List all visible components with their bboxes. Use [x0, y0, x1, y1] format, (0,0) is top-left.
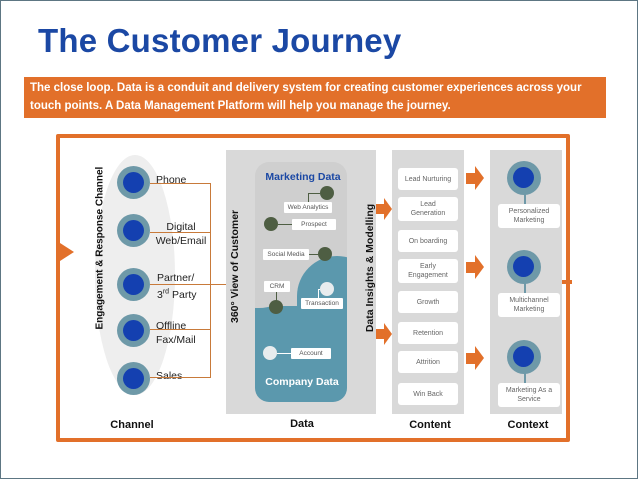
channel-item-sublabel: 3rd Party [157, 288, 197, 301]
flow-arrow-head-icon [475, 346, 484, 370]
connector-line [524, 283, 526, 293]
channel-node-icon [117, 214, 150, 247]
data-insights-label: Data Insights & Modelling [364, 203, 376, 333]
flow-arrow-head-icon [475, 166, 484, 190]
channel-item-digital: Digital Web/Email [153, 220, 209, 248]
channel-item-sublabel: Web/Email [155, 235, 207, 247]
channel-item-label: Sales [156, 370, 183, 382]
loop-back-arrow-icon [60, 243, 74, 261]
channel-node-icon [117, 314, 150, 347]
description-banner: The close loop. Data is a conduit and de… [24, 77, 606, 118]
flow-arrow-head-icon [475, 255, 484, 279]
data-source-account: Account [291, 348, 331, 359]
connector-line [277, 353, 291, 354]
connector-line [276, 292, 277, 301]
content-stage-growth: Growth [398, 291, 458, 313]
content-stage-lead-nurturing: Lead Nurturing [398, 168, 458, 190]
content-stage-lead-generation: Lead Generation [398, 197, 458, 221]
content-stage-early-engagement: Early Engagement [398, 259, 458, 283]
connector-line [150, 232, 210, 233]
flow-arrow-icon [466, 353, 475, 364]
connector-line [524, 373, 526, 383]
channel-item-label: Offline [156, 320, 187, 332]
channel-item-sublabel: Fax/Mail [156, 334, 196, 346]
flow-arrow-icon [376, 204, 384, 214]
context-item-personalized-marketing: Personalized Marketing [498, 204, 560, 228]
channel-item-label: Partner/ [157, 272, 195, 284]
connector-line [524, 194, 526, 204]
channel-item-sales: Sales [156, 369, 182, 383]
footer-channel: Channel [110, 419, 154, 431]
context-node-icon [507, 250, 541, 284]
connector-line [318, 289, 320, 290]
flow-arrow-icon [466, 262, 475, 273]
connector-line [150, 377, 210, 378]
data-source-prospect: Prospect [292, 219, 336, 230]
connector-line [308, 193, 320, 194]
connector-line [150, 183, 210, 184]
channel-node-icon [117, 166, 150, 199]
company-data-title: Company Data [265, 376, 339, 388]
data-source-web-analytics: Web Analytics [284, 202, 332, 213]
connector-line [318, 289, 319, 298]
channel-item-phone: Phone [156, 173, 186, 187]
data-source-crm: CRM [264, 281, 290, 292]
footer-content: Content [409, 419, 451, 431]
connector-line [308, 193, 309, 203]
content-stage-retention: Retention [398, 322, 458, 344]
flow-arrow-head-icon [384, 323, 392, 345]
connector-line [210, 183, 211, 378]
context-node-icon [507, 340, 541, 374]
flow-arrow-head-icon [384, 198, 392, 220]
marketing-data-title: Marketing Data [265, 171, 341, 183]
context-node-icon [507, 161, 541, 195]
footer-data: Data [290, 418, 314, 430]
channel-node-icon [117, 362, 150, 395]
channel-node-icon [117, 268, 150, 301]
data-source-dot-icon [318, 247, 332, 261]
data-vertical-label: 360° View of Customer [229, 209, 241, 323]
channel-vertical-label: Engagement & Response Channel [94, 166, 106, 330]
slide-title: The Customer Journey [38, 22, 402, 59]
data-source-dot-icon [320, 186, 334, 200]
content-stage-on-boarding: On boarding [398, 230, 458, 252]
content-stage-attrition: Attrition [398, 351, 458, 373]
connector-line [309, 254, 319, 255]
context-item-marketing-as-a-service: Marketing As a Service [498, 383, 560, 407]
connector-line [150, 329, 210, 330]
data-source-transaction: Transaction [301, 298, 343, 309]
data-source-dot-icon [269, 300, 283, 314]
channel-item-offline: Offline Fax/Mail [156, 319, 196, 347]
connector-line [150, 284, 226, 285]
channel-item-partner: Partner/ 3rd Party [157, 271, 197, 302]
context-item-multichannel-marketing: Multichannel Marketing [498, 293, 560, 317]
flow-arrow-icon [376, 329, 384, 339]
footer-context: Context [507, 419, 549, 431]
connector-line [278, 224, 292, 225]
data-source-dot-icon [263, 346, 277, 360]
data-source-dot-icon [320, 282, 334, 296]
data-source-dot-icon [264, 217, 278, 231]
flow-arrow-icon [466, 173, 475, 184]
content-stage-win-back: Win Back [398, 383, 458, 405]
channel-item-label: Phone [156, 174, 187, 186]
loop-connector [562, 280, 572, 284]
channel-item-label: Digital [166, 221, 196, 233]
data-source-social-media: Social Media [263, 249, 309, 260]
